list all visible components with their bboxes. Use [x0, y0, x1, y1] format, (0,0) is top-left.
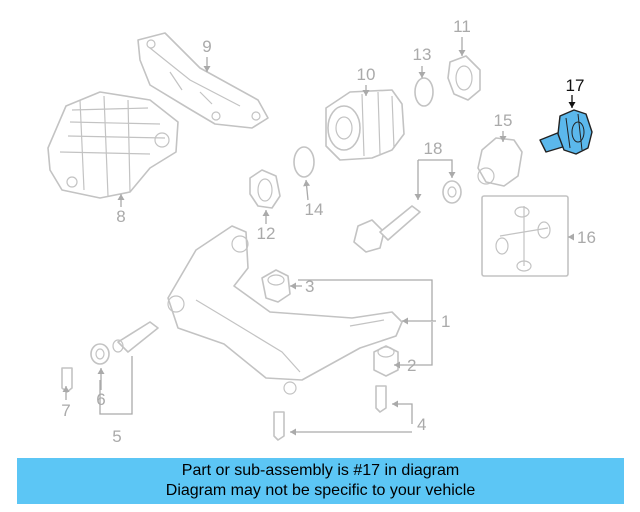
leader-arrowhead-c16-18 [568, 233, 574, 241]
callout-3[interactable]: 3 [305, 277, 314, 296]
leader-lines [62, 37, 576, 436]
part-12-seal [249, 169, 281, 209]
part-4-bolts [273, 385, 387, 441]
callout-7[interactable]: 7 [61, 401, 70, 420]
part-8-supercharger [47, 91, 179, 199]
callout-5[interactable]: 5 [112, 427, 121, 446]
leader-arrowhead-c13-15 [418, 72, 426, 78]
leader-line-c2-2 [404, 322, 433, 366]
part-3-bushing [261, 269, 291, 303]
leader-arrowhead-c4-6 [290, 428, 296, 436]
callout-17[interactable]: 17 [566, 76, 585, 95]
leader-arrowhead-c4-5 [392, 400, 398, 408]
part-16-gear-set [481, 195, 569, 277]
banner-line-2: Diagram may not be specific to your vehi… [165, 482, 476, 499]
callout-12[interactable]: 12 [257, 224, 276, 243]
part-17-highlighted[interactable] [539, 109, 593, 155]
callout-8[interactable]: 8 [116, 207, 125, 226]
callout-10[interactable]: 10 [357, 65, 376, 84]
leader-arrowhead-c12-14 [262, 210, 270, 216]
callout-2[interactable]: 2 [407, 356, 416, 375]
callout-4[interactable]: 4 [417, 415, 426, 434]
leader-arrowhead-c18-21 [448, 172, 456, 178]
leader-arrowhead-c2-3 [394, 361, 400, 369]
part-11-flange [447, 55, 481, 101]
callout-1[interactable]: 1 [441, 312, 450, 331]
banner-line-1: Part or sub-assembly is #17 in diagram [181, 462, 460, 479]
leader-arrowhead-c10-12 [362, 90, 370, 96]
part-18-axle-shaft [353, 180, 462, 253]
part-2-bushing [373, 345, 399, 377]
leader-arrowhead-c1-0 [402, 317, 408, 325]
leader-line-c5-7 [99, 356, 133, 415]
leader-arrowhead-c3-4 [290, 282, 296, 290]
leader-arrowhead-c6-8 [97, 368, 105, 374]
callout-9[interactable]: 9 [202, 37, 211, 56]
callout-18[interactable]: 18 [424, 139, 443, 158]
leader-arrowhead-c14-16 [303, 180, 311, 187]
leader-arrowhead-c8-10 [117, 194, 125, 200]
callout-11[interactable]: 11 [453, 17, 471, 36]
leader-line-c4-5 [392, 403, 413, 424]
part-7-bolt [61, 367, 73, 393]
callout-numbers: 1 2 3 4 5 6 7 8 9 10 11 12 13 14 15 16 1… [61, 17, 596, 446]
callout-16[interactable]: 16 [577, 228, 596, 247]
leader-arrowhead-c11-13 [458, 50, 466, 56]
leader-arrowhead-c15-17 [499, 136, 507, 142]
leader-line-c1-1 [298, 279, 433, 321]
part-5-6-link-bushing [90, 321, 159, 365]
part-15-differential-case [477, 137, 523, 187]
part-14-o-ring [293, 146, 315, 178]
callout-14[interactable]: 14 [305, 200, 324, 219]
leader-arrowhead-c18-20 [414, 194, 422, 200]
exploded-parts-diagram: 1 2 3 4 5 6 7 8 9 10 11 12 13 14 15 16 1… [47, 17, 596, 446]
part-13-o-ring [414, 77, 434, 107]
part-1-subframe [167, 225, 403, 395]
leader-line-c18-21 [418, 159, 453, 178]
callout-6[interactable]: 6 [96, 390, 105, 409]
part-9-crossmember-bracket [137, 32, 269, 129]
leader-arrowhead-c17-19 [568, 102, 576, 108]
leader-arrowhead-c7-9 [62, 386, 70, 392]
callout-15[interactable]: 15 [494, 111, 513, 130]
part-10-differential-housing [325, 89, 405, 161]
callout-13[interactable]: 13 [413, 45, 432, 64]
part-info-banner: Part or sub-assembly is #17 in diagram D… [17, 458, 624, 504]
leader-arrowhead-c9-11 [203, 66, 211, 72]
